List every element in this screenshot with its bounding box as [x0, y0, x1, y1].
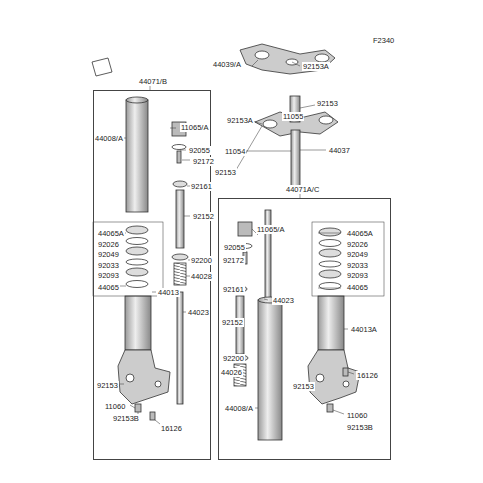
callout-number: 92200: [190, 256, 213, 265]
callout-number: 92093: [97, 271, 120, 280]
assembly-number: 44071A/C: [285, 185, 320, 194]
callout-number: 44023: [187, 308, 210, 317]
callout-number: 92153A: [226, 116, 254, 125]
callout-number: 92153A: [302, 62, 330, 71]
assembly-number: 44071/B: [138, 77, 168, 86]
callout-number: 92172: [222, 256, 245, 265]
figure-code: F2340: [372, 36, 395, 45]
callout-number: 92152: [221, 318, 244, 327]
callout-number: 11054: [224, 147, 246, 156]
callout-number: 92026: [97, 240, 120, 249]
callout-number: 92055: [188, 146, 211, 155]
callout-number: 92153B: [112, 414, 140, 423]
callout-number: 11060: [104, 402, 126, 411]
callout-number: 44065: [346, 283, 369, 292]
callout-number: 44039/A: [212, 60, 242, 69]
callout-number: 92033: [346, 261, 369, 270]
callout-number: 92049: [346, 250, 369, 259]
callout-number: 44028: [190, 272, 213, 281]
callout-number: 92153: [214, 168, 237, 177]
callout-number: 92153: [96, 381, 119, 390]
callout-number: 92153B: [346, 423, 374, 432]
callout-number: 92049: [97, 250, 120, 259]
callout-number: 92152: [192, 212, 215, 221]
callout-number: 92161: [222, 285, 245, 294]
callout-number: 44008/A: [224, 404, 254, 413]
callout-number: 11060: [346, 411, 368, 420]
callout-number: 92153: [316, 99, 339, 108]
callout-number: 44013A: [350, 325, 378, 334]
callout-number: 92172: [192, 157, 215, 166]
callout-number: 11055: [282, 112, 304, 121]
callout-number: 11065/A: [180, 123, 209, 132]
callout-number: 44023: [272, 296, 295, 305]
callout-number: 44065A: [346, 229, 374, 238]
callout-number: 11065/A: [256, 225, 285, 234]
callout-number: 92026: [346, 240, 369, 249]
callout-number: 44065: [97, 283, 120, 292]
callout-number: 44008/A: [94, 134, 124, 143]
callout-number: 92093: [346, 271, 369, 280]
callout-number: 44037: [328, 146, 351, 155]
callout-number: 92200: [222, 354, 245, 363]
callout-number: 44013: [157, 288, 180, 297]
callout-number: 92033: [97, 261, 120, 270]
callout-number: 16126: [160, 424, 183, 433]
callout-number: 92055: [223, 243, 246, 252]
callout-number: 44065A: [97, 229, 125, 238]
callout-number: 16126: [356, 371, 379, 380]
callout-number: 92153: [292, 382, 315, 391]
callout-number: 92161: [190, 182, 213, 191]
callout-number: 44026: [220, 368, 243, 377]
